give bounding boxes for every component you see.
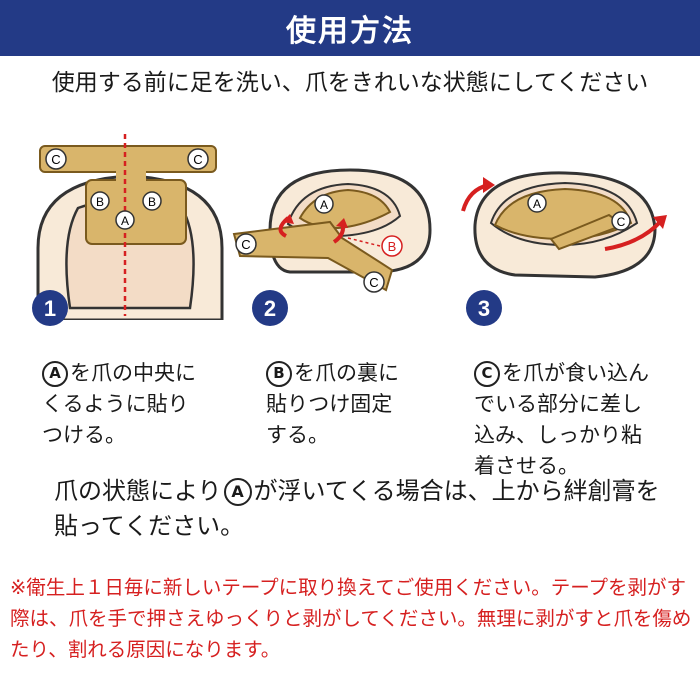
tape-label-a: A <box>527 193 547 213</box>
svg-text:A: A <box>533 197 541 211</box>
svg-text:C: C <box>193 152 202 167</box>
header-bar: 使用方法 <box>0 0 700 56</box>
note-before: 爪の状態により <box>54 477 222 505</box>
step1-description: を爪の中央に くるように貼り つける。 <box>42 361 196 447</box>
svg-text:B: B <box>148 195 156 209</box>
svg-text:1: 1 <box>44 296 56 321</box>
page-title: 使用方法 <box>286 14 414 49</box>
note-after: が浮いてくる場合は、上から絆創膏を貼ってください。 <box>54 477 660 540</box>
svg-text:C: C <box>617 215 626 229</box>
tape-label-a: A <box>115 210 135 230</box>
svg-text:C: C <box>51 152 60 167</box>
step2-description: を爪の裏に 貼りつけ固定 する。 <box>266 361 399 447</box>
circle-letter-c: C <box>474 361 500 387</box>
svg-text:C: C <box>241 237 250 252</box>
svg-text:3: 3 <box>478 296 490 321</box>
step1-number-badge: 1 <box>32 290 68 326</box>
tape-label-a: A <box>314 194 334 214</box>
intro-text: 使用する前に足を洗い、爪をきれいな状態にしてください <box>51 70 649 96</box>
step2-number-badge: 2 <box>252 290 288 326</box>
svg-text:B: B <box>388 239 397 254</box>
step3-number-badge: 3 <box>466 290 502 326</box>
circle-letter-a: A <box>42 361 68 387</box>
step1-illustration: C C B B A <box>36 134 224 320</box>
svg-text:2: 2 <box>264 296 276 321</box>
svg-text:A: A <box>121 214 129 228</box>
tape-label-c-right: C <box>187 148 209 170</box>
svg-text:B: B <box>96 195 104 209</box>
tape-label-b-right: B <box>142 191 162 211</box>
svg-text:A: A <box>320 198 328 212</box>
step3-description: を爪が食い込ん でいる部分に差し 込み、しっかり粘 着させる。 <box>474 361 649 478</box>
tape-label-b-left: B <box>90 191 110 211</box>
circle-letter-b: B <box>266 361 292 387</box>
tape-label-c-left: C <box>235 233 257 255</box>
warning-text: ※衛生上１日毎に新しいテープに取り換えてご使用ください。テープを剥がす際は、爪を… <box>10 576 692 661</box>
step2-illustration: A C C B <box>232 168 432 293</box>
callout-label-b: B <box>381 235 403 257</box>
note-circle-letter-a: A <box>223 478 252 506</box>
svg-text:C: C <box>369 275 378 290</box>
tape-label-c: C <box>611 211 631 231</box>
tape-label-c-right: C <box>363 271 385 293</box>
step3-illustration: A C <box>461 171 667 279</box>
tape-label-c-left: C <box>45 148 67 170</box>
